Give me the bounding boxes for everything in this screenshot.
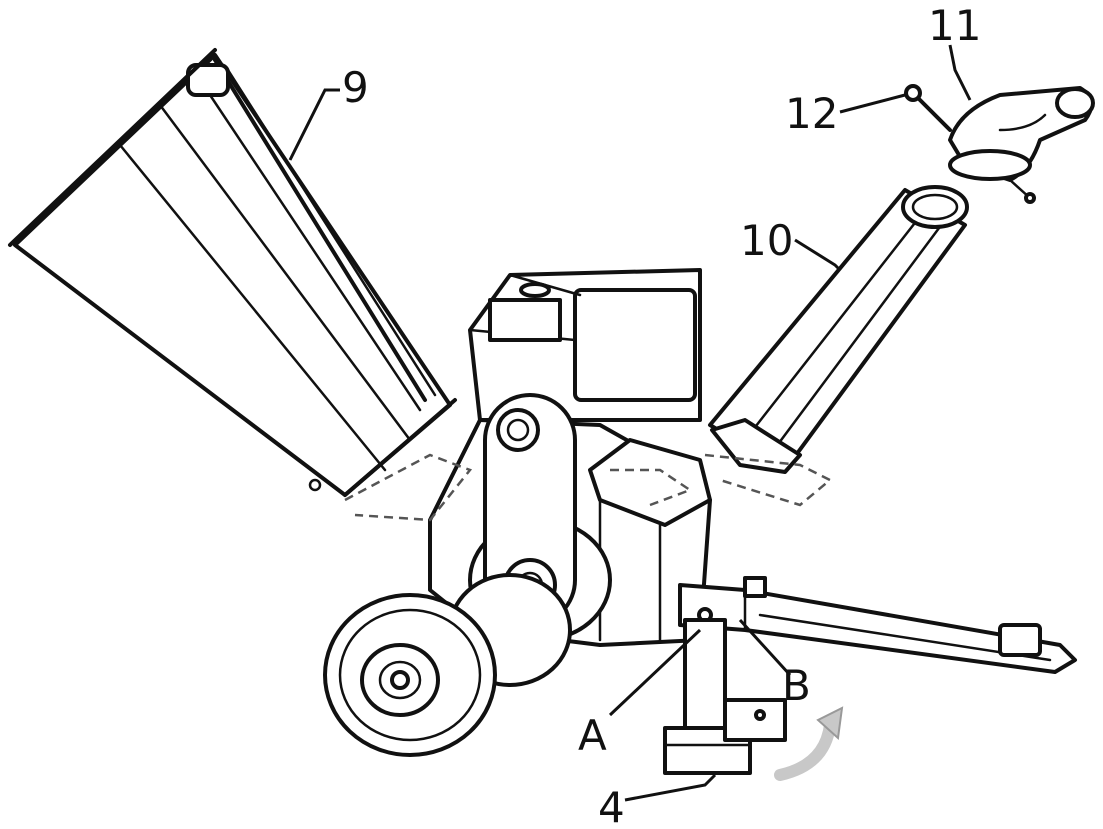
tow-bar [678,576,1077,674]
callout-labels: 9 10 11 12 A B 4 [342,1,981,829]
rotation-arrow [774,706,844,781]
label-chute: 10 [740,216,793,265]
feed-hopper [8,48,457,497]
stand [663,618,787,775]
dashed-outlines [344,453,833,522]
label-stand: 4 [598,783,625,829]
label-point-b: B [782,661,811,710]
label-hopper: 9 [342,63,369,112]
bolt [904,84,1036,204]
deflector [948,86,1095,182]
wheels [323,573,572,757]
label-point-a: A [578,711,607,760]
label-deflector: 11 [928,1,981,50]
label-bolt: 12 [785,89,838,138]
leader-lines [288,44,972,802]
engine [468,268,702,422]
